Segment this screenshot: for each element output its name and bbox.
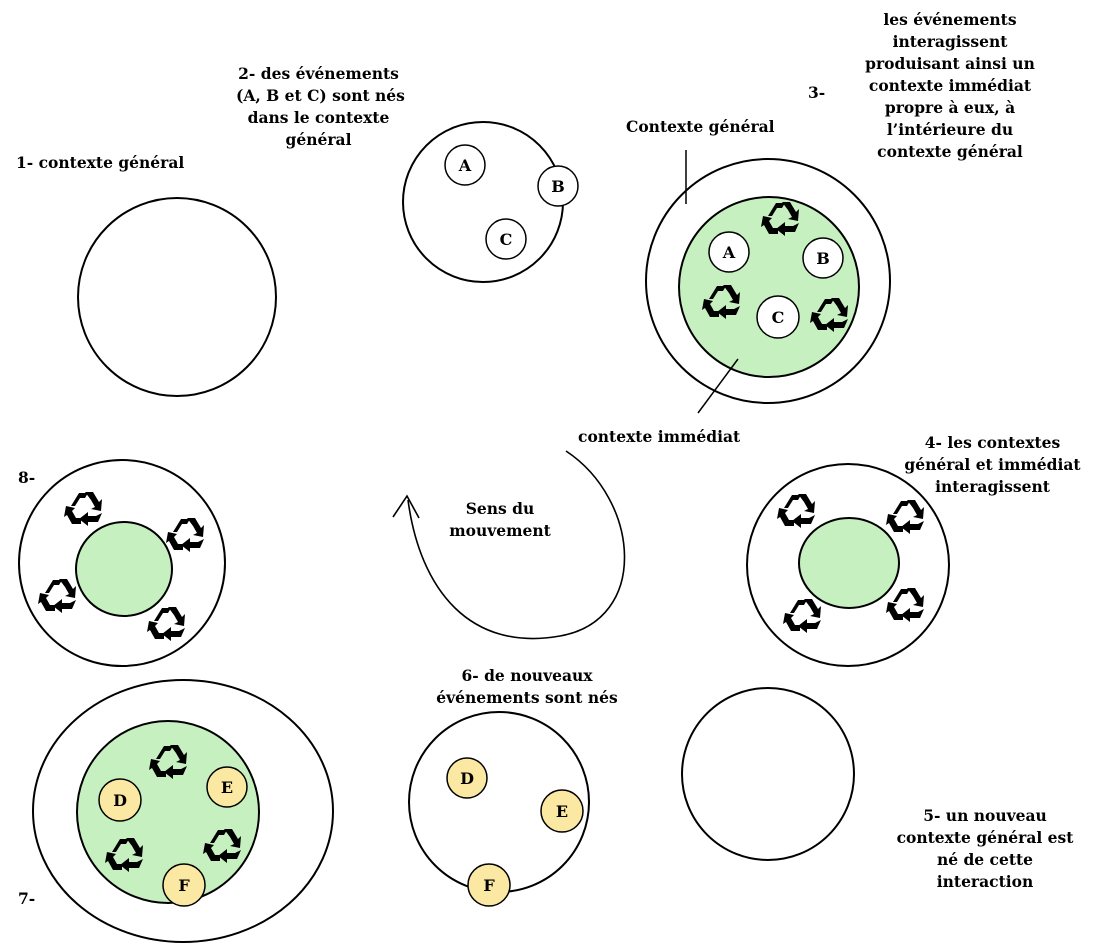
event-c: C <box>485 218 527 260</box>
svg-text:A: A <box>722 243 736 262</box>
svg-text:C: C <box>772 308 785 327</box>
event-e: E <box>206 766 248 808</box>
general-context-circle-5 <box>681 687 855 861</box>
step-3-label: les événements interagissent produisant … <box>865 10 1035 161</box>
event-b: B <box>537 165 579 207</box>
movement-label: Sens du mouvement <box>449 499 551 540</box>
svg-text:D: D <box>113 791 127 810</box>
step-3-diagram: A B C <box>645 150 891 414</box>
movement-arrow <box>392 450 626 640</box>
event-f: F <box>467 863 511 907</box>
step-7-diagram: D E F <box>32 679 334 943</box>
step-6-diagram: D E F <box>408 711 590 907</box>
event-d: D <box>98 778 142 822</box>
svg-text:C: C <box>500 230 513 249</box>
immediate-context-circle-8 <box>75 521 173 617</box>
svg-text:B: B <box>551 177 565 196</box>
event-a: A <box>708 231 750 273</box>
step-4-diagram <box>746 463 950 667</box>
svg-text:D: D <box>460 769 474 788</box>
immediate-context-pointer <box>697 358 739 414</box>
step-1-label: 1- contexte général <box>16 153 185 172</box>
immediate-context-circle-4 <box>798 517 900 609</box>
general-context-circle-1 <box>77 197 277 397</box>
immediate-context-callout: contexte immédiat <box>578 427 741 446</box>
event-a: A <box>444 144 486 186</box>
step-7-number: 7- <box>18 889 36 908</box>
event-d: D <box>446 757 488 799</box>
svg-text:E: E <box>556 802 568 821</box>
svg-text:F: F <box>483 876 495 895</box>
step-2-label: 2- des événements (A, B et C) sont nés d… <box>236 64 405 149</box>
event-b: B <box>802 237 844 279</box>
event-c: C <box>756 295 800 339</box>
step-8-number: 8- <box>18 468 36 487</box>
step-5-label: 5- un nouveau contexte général est né de… <box>896 806 1074 891</box>
event-f: F <box>162 863 206 907</box>
svg-text:A: A <box>458 156 472 175</box>
step-8-diagram <box>18 459 226 667</box>
step-2-diagram: A B C <box>402 121 579 283</box>
svg-text:B: B <box>816 249 830 268</box>
step-4-label: 4- les contextes général et immédiat int… <box>904 433 1081 496</box>
step-6-label: 6- de nouveaux événements sont nés <box>436 666 618 707</box>
svg-text:F: F <box>178 876 190 895</box>
event-e: E <box>540 789 584 833</box>
general-context-callout: Contexte général <box>626 117 775 136</box>
svg-text:E: E <box>221 778 233 797</box>
general-context-circle-2 <box>402 121 564 283</box>
step-3-number: 3- <box>808 83 826 102</box>
